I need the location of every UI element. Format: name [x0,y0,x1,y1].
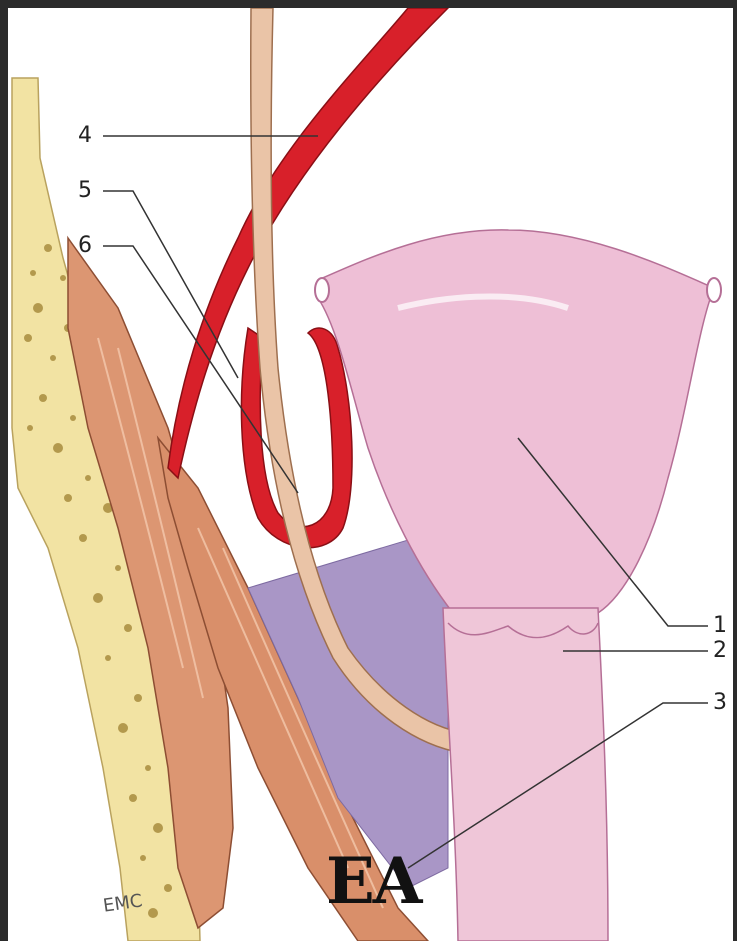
label-1: 1 [713,615,727,637]
cricoid-trachea [443,608,608,941]
label-5: 5 [78,180,92,202]
superior-horn-left [315,278,329,302]
label-4: 4 [78,125,92,147]
diagram-canvas: 4 5 6 1 2 3 EA EMC [8,8,733,941]
watermark-ea: EA [326,850,420,914]
label-3: 3 [713,692,727,714]
superior-horn-right [707,278,721,302]
label-6: 6 [78,235,92,257]
label-2: 2 [713,640,727,662]
anatomy-illustration [8,8,733,941]
